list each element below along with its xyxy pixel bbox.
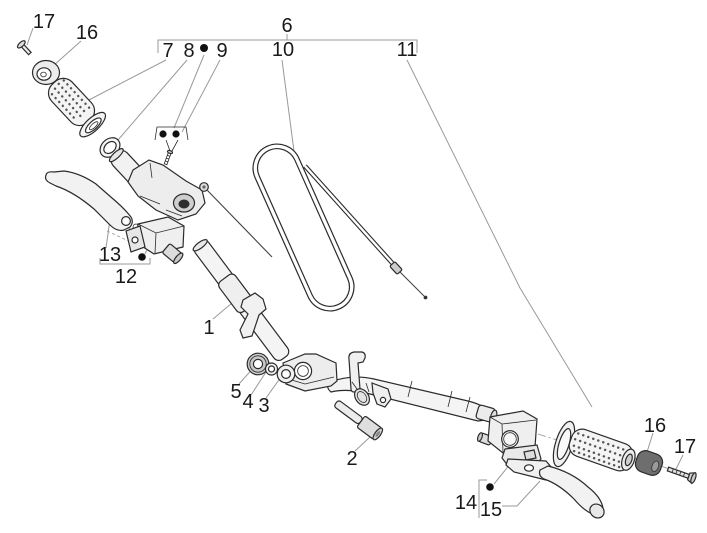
clamp-bolt [334,400,384,441]
bullet-89 [200,44,208,52]
callout-label-15: 15 [480,499,502,521]
leader-4 [250,371,267,396]
callout-label-2: 2 [346,448,357,470]
leader-10 [281,59,295,152]
bar-end-weight-right [634,450,664,476]
leader-15 [502,480,541,507]
cable-inner-wire [199,182,273,258]
brake-lever-right [505,458,605,519]
callout-label-11: 11 [397,39,418,61]
leader-bullet-89 [173,54,205,129]
callout-label-16-right: 16 [644,415,666,437]
leader-9 [181,59,221,133]
brake-lever-left [44,170,140,232]
throttle-cable-loop [252,143,355,312]
callout-label-16-left: 16 [76,22,98,44]
callout-label-13: 13 [99,244,121,266]
bracket-14-15 [478,479,487,518]
throttle-cable-end [303,164,428,300]
cable-guide-bracket [239,292,267,339]
callout-label-7: 7 [162,40,173,62]
grip-end-cap-left [31,59,61,86]
callout-label-3: 3 [258,395,269,417]
callout-label-1: 1 [203,317,214,339]
bullet-12 [138,253,146,261]
housing-screws [154,126,189,166]
callout-label-17-left: 17 [33,11,55,33]
leader-16-left [52,40,82,67]
leader-17-left [26,27,34,46]
leader-11 [406,59,593,408]
callout-leaders [26,27,684,518]
leader-3 [265,376,282,399]
bar-end-screw-right [666,466,697,485]
washer-small [264,362,279,376]
callout-label-6: 6 [281,15,292,37]
throttle-housing [127,159,206,221]
leader-7 [84,59,167,103]
bullet-14 [486,483,494,491]
callout-labels: 17 16 7 8 9 6 10 11 13 12 1 5 4 3 2 14 1… [33,11,696,521]
bracket-13-12 [99,258,151,265]
throttle-grip-right [552,420,636,472]
callout-label-5: 5 [230,381,241,403]
handlebar-grip-left [47,77,107,138]
leader-16-right [646,432,654,453]
handlebar [192,239,498,423]
callout-label-12: 12 [115,266,137,288]
leader-2 [354,436,371,452]
washer-large [276,364,296,384]
leader-17-right [675,454,684,470]
callout-label-8: 8 [183,40,194,62]
callout-label-14: 14 [455,492,477,514]
bar-end-screw-left [16,40,32,56]
callout-label-10: 10 [272,39,294,61]
callout-label-17-right: 17 [674,436,696,458]
handlebar-nut [246,352,270,376]
handlebar-arm [371,382,392,408]
callout-label-4: 4 [242,391,253,413]
weight-body [634,450,664,476]
leader-8 [117,59,188,141]
handlebar-hook-tab [348,351,366,393]
callout-label-9: 9 [216,40,227,62]
master-cylinder-left [125,216,185,265]
